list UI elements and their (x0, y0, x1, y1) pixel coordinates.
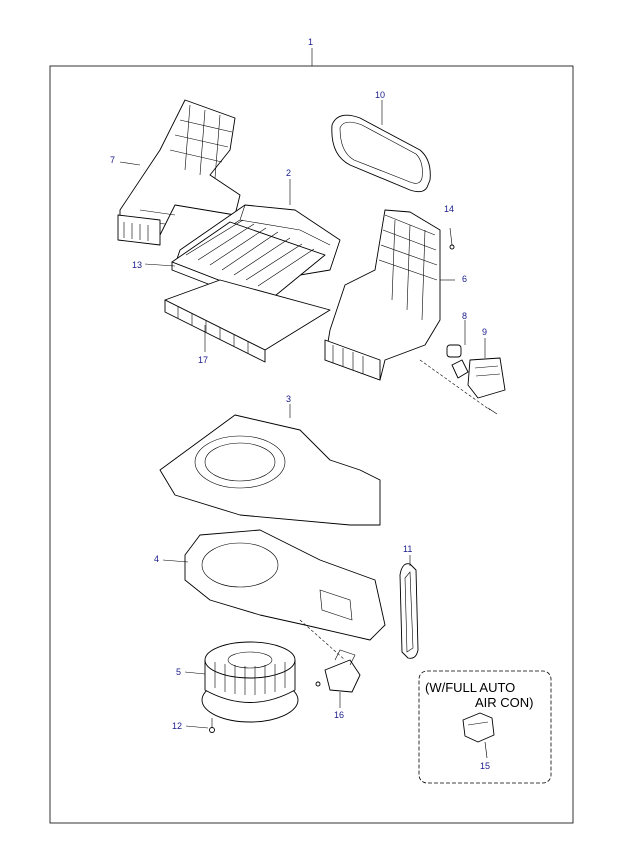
callout-11: 11 (403, 544, 412, 554)
part-9-actuator (419, 357, 506, 415)
part-12-screw (209, 718, 215, 733)
part-7-intake-duct (117, 99, 241, 246)
callout-16: 16 (334, 710, 344, 720)
part-17-lower-filter (164, 279, 331, 363)
callout-1: 1 (308, 37, 313, 47)
part-4-blower-lower (184, 529, 386, 641)
callout-10: 10 (375, 90, 385, 100)
part-15-sensor (462, 712, 495, 759)
option-box-line2: AIR CON) (475, 695, 534, 710)
callout-7: 7 (110, 155, 115, 165)
callout-2: 2 (286, 168, 291, 178)
part-10-seal (331, 114, 431, 193)
part-3-blower-upper (159, 414, 381, 526)
callout-numbers: 1 2 3 4 5 6 7 8 9 10 11 12 13 14 15 16 1… (110, 37, 490, 771)
callout-6: 6 (462, 274, 467, 284)
option-box: (W/FULL AUTO AIR CON) (418, 670, 552, 784)
callout-14: 14 (444, 204, 454, 214)
part-5-blower-motor (201, 641, 299, 723)
part-8-lever (446, 344, 469, 379)
callout-4: 4 (154, 554, 159, 564)
part-11-side-seal (399, 563, 419, 659)
leader-lines (119, 100, 486, 729)
option-box-line1: (W/FULL AUTO (425, 680, 515, 695)
assembly-frame (49, 65, 574, 824)
part-6-upper-case (324, 209, 441, 381)
callout-8: 8 (462, 311, 467, 321)
part-14-screw (449, 227, 455, 250)
callout-15: 15 (480, 761, 490, 771)
frame-group (49, 48, 574, 824)
part-16-resistor (299, 619, 361, 693)
callout-12: 12 (172, 721, 182, 731)
callout-3: 3 (286, 394, 291, 404)
callout-13: 13 (132, 260, 142, 270)
callout-5: 5 (176, 667, 181, 677)
callout-9: 9 (482, 327, 487, 337)
callout-17: 17 (198, 355, 208, 365)
